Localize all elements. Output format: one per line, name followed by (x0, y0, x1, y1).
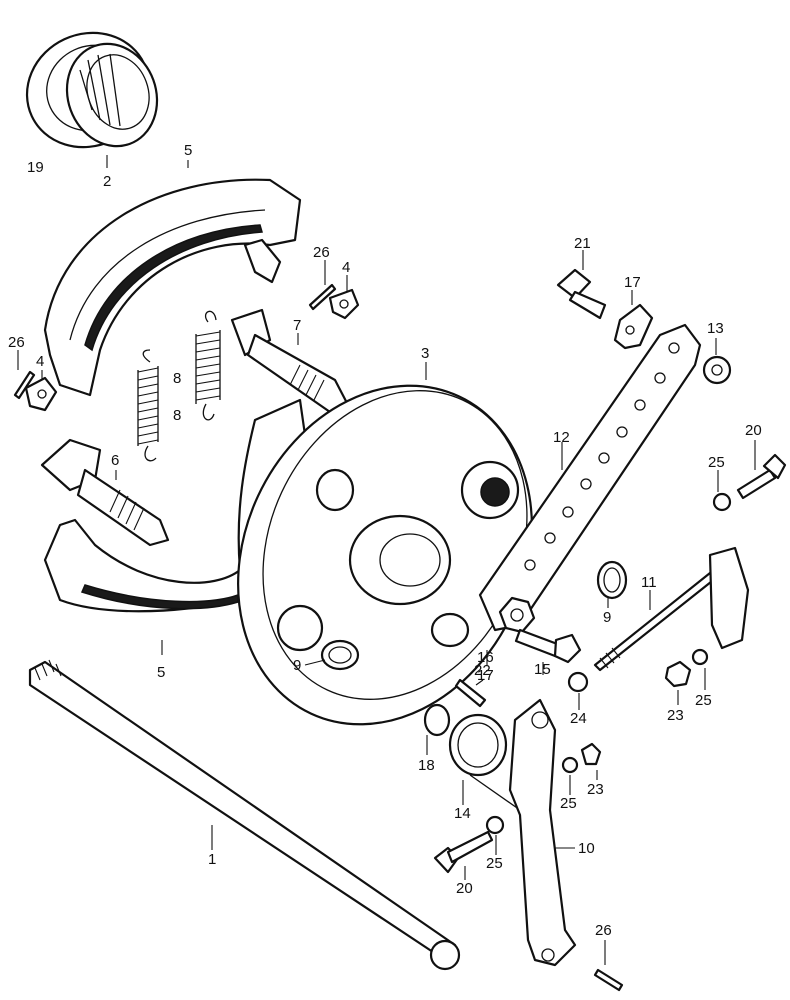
label-4-left: 4 (36, 353, 44, 370)
label-9-left: 9 (293, 657, 301, 674)
label-17-upper: 17 (624, 274, 641, 291)
label-4-upper: 4 (342, 259, 350, 276)
label-8-lower: 8 (173, 407, 181, 424)
part-26-cotter-pin-left (13, 370, 36, 400)
part-21-bolt (556, 268, 607, 320)
label-5-upper: 5 (184, 142, 192, 159)
label-2: 2 (103, 173, 111, 190)
part-22-screw (454, 678, 487, 708)
part-9-ring-right (596, 560, 628, 600)
leader-lines (17, 155, 756, 965)
part-25-washer-middle (561, 756, 579, 774)
part-18-ring (423, 703, 451, 737)
part-16-17-lock-nut (498, 596, 536, 634)
part-17-lock-plate-upper (613, 303, 654, 350)
label-20-upper: 20 (745, 422, 762, 439)
label-1: 1 (208, 851, 216, 868)
part-5-brake-shoe-upper (43, 178, 302, 397)
label-8-upper: 8 (173, 370, 181, 387)
part-23-nut-right (664, 660, 692, 688)
label-18: 18 (418, 757, 435, 774)
part-3-brake-panel (237, 384, 533, 726)
label-17-lower: 17 (477, 667, 494, 684)
label-25-lower: 25 (486, 855, 503, 872)
part-4-washer-upper (328, 288, 360, 320)
label-10: 10 (578, 840, 595, 857)
part-25-washer-right (691, 648, 709, 666)
label-9-right: 9 (603, 609, 611, 626)
label-22: 22 (474, 662, 491, 679)
part-20-bolt-lower (433, 830, 494, 874)
label-21: 21 (574, 235, 591, 252)
part-10-brake-pedal (508, 698, 577, 967)
label-25-middle: 25 (560, 795, 577, 812)
label-26-lower: 26 (595, 922, 612, 939)
part-6-brake-cam (40, 438, 170, 547)
part-4-washer-left (24, 376, 58, 412)
label-23-middle: 23 (587, 781, 604, 798)
part-25-washer-lower (485, 815, 505, 835)
label-23-right: 23 (667, 707, 684, 724)
label-20-lower: 20 (456, 880, 473, 897)
label-3: 3 (421, 345, 429, 362)
part-8-spring-b (195, 310, 221, 421)
label-19: 19 (27, 159, 44, 176)
part-14-spring (448, 713, 521, 811)
label-5-lower: 5 (157, 664, 165, 681)
part-25-washer-upper (712, 492, 732, 512)
part-11-brake-rod (593, 546, 750, 672)
part-20-bolt-upper (736, 453, 787, 500)
label-26-upper: 26 (313, 244, 330, 261)
label-26-left: 26 (8, 334, 25, 351)
part-26-cotter-pin-upper (308, 283, 337, 311)
part-15-bolt (514, 628, 582, 664)
label-15: 15 (534, 661, 551, 678)
label-16: 16 (477, 649, 494, 666)
part-9-ring-left (320, 639, 360, 671)
label-25-upper: 25 (708, 454, 725, 471)
label-11: 11 (641, 574, 657, 591)
part-13-washer (702, 355, 732, 385)
part-8-spring-a (137, 349, 159, 462)
part-7-brake-cam (230, 308, 350, 414)
label-7: 7 (293, 317, 301, 334)
label-14: 14 (454, 805, 471, 822)
label-13: 13 (707, 320, 724, 337)
label-25-right: 25 (695, 692, 712, 709)
label-24: 24 (570, 710, 587, 727)
label-12: 12 (553, 429, 570, 446)
label-6: 6 (111, 452, 119, 469)
part-23-nut-middle (580, 742, 602, 766)
part-12-brake-arm (478, 323, 702, 632)
part-26-cotter-pin-lower (593, 968, 624, 992)
part-2-gear-retainer (65, 42, 159, 148)
part-24-nut (567, 671, 589, 693)
part-labels: 19 2 5 26 4 7 26 4 8 8 3 21 17 13 6 12 2… (8, 142, 762, 939)
part-1-axle (28, 659, 461, 971)
